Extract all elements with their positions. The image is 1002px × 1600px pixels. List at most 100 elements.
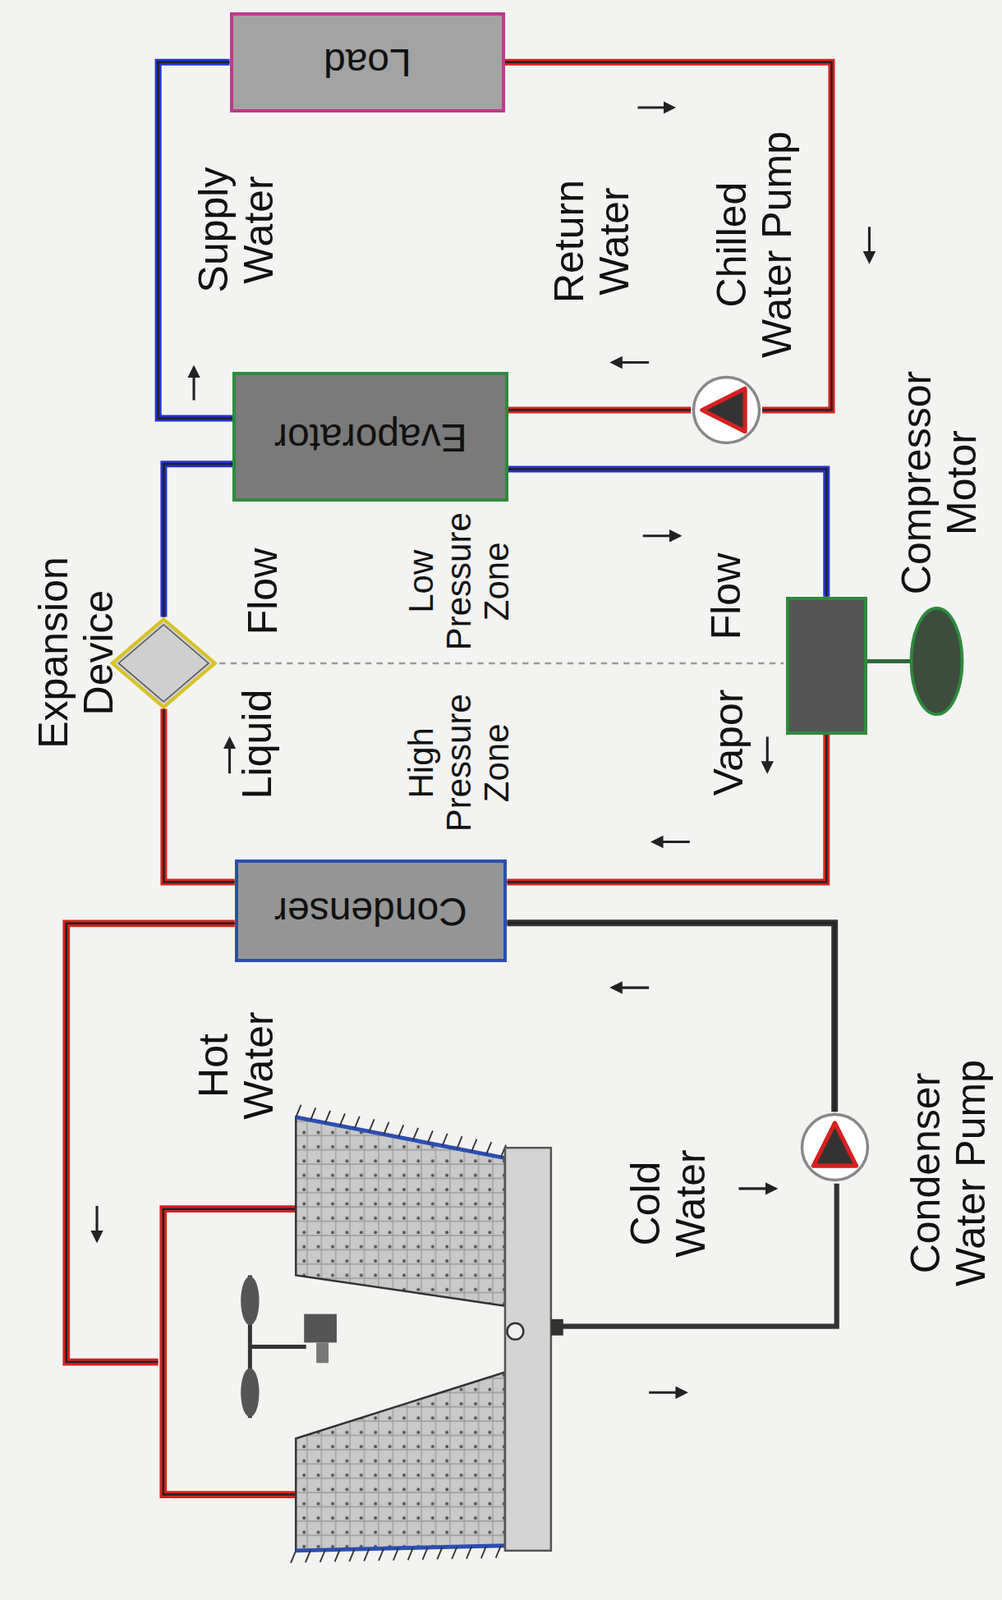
hatch-tick xyxy=(305,1550,311,1563)
hatch-tick xyxy=(363,1549,369,1563)
flow-label: Hot Water xyxy=(191,1004,282,1128)
evaporator-box: Evaporator xyxy=(232,372,508,502)
hatch-tick xyxy=(408,1548,414,1561)
expansion-valve: Expansion Device xyxy=(110,617,217,710)
box-label: Load xyxy=(323,40,412,84)
pump-circle xyxy=(694,376,760,443)
pipe-outer xyxy=(163,708,235,883)
box-label: Condenser xyxy=(274,889,468,934)
flow-label: Cold Water xyxy=(623,1142,714,1266)
pipe-connector xyxy=(506,735,827,883)
diamond-inner xyxy=(119,625,210,703)
illustration-part xyxy=(240,1368,259,1418)
pipe-connector xyxy=(508,409,691,411)
hatch-tick xyxy=(368,1119,374,1132)
illustration-part xyxy=(910,608,962,715)
illustration-part xyxy=(295,1117,506,1159)
diamond-outline xyxy=(110,617,217,710)
illustration-part xyxy=(637,105,673,109)
diamond-shape xyxy=(112,619,216,708)
pipe-outer xyxy=(508,469,828,598)
illustration-part xyxy=(505,1148,552,1552)
hatch-tick xyxy=(496,1546,501,1559)
hatch-tick xyxy=(436,1548,442,1561)
pump-triangle xyxy=(813,1123,856,1167)
pipe-outer xyxy=(508,406,691,414)
hatch-tick xyxy=(320,1550,326,1563)
hatch-tick xyxy=(310,1107,316,1121)
illustration-part xyxy=(316,1342,329,1364)
compressor-motor-symbol xyxy=(867,608,963,715)
hatch-tick xyxy=(383,1122,389,1136)
illustration-part xyxy=(163,1209,297,1496)
illustration-part xyxy=(95,1206,98,1242)
pipe-connector xyxy=(163,708,235,883)
illustration-part xyxy=(643,534,681,538)
part-label: Expansion Device xyxy=(31,533,122,773)
hatch-tick xyxy=(471,1139,477,1153)
illustration-part xyxy=(868,226,871,262)
illustration-part xyxy=(611,361,649,364)
flow-label: Flow xyxy=(240,548,286,636)
illustration-part xyxy=(228,739,231,774)
illustration-part xyxy=(551,1319,564,1337)
part-label: Chilled Water Pump xyxy=(709,125,800,364)
flow-label: High Pressure Zone xyxy=(402,687,517,840)
pipe-outer xyxy=(505,62,832,411)
pump-outline xyxy=(799,1112,871,1184)
pipe-inner xyxy=(505,62,832,411)
pump-symbol: Condenser Water Pump xyxy=(799,1112,871,1184)
illustration-part xyxy=(766,736,769,772)
hatch-tick xyxy=(340,1113,345,1127)
hatch-tick xyxy=(295,1105,301,1118)
pipe-inner xyxy=(506,923,835,1113)
condenser-box: Condenser xyxy=(234,859,508,962)
pump-symbol: Chilled Water Pump xyxy=(690,374,763,446)
pipe-inner xyxy=(508,469,828,598)
hatch-tick xyxy=(422,1548,428,1561)
flow-label: Supply Water xyxy=(191,160,282,300)
pipe-outer xyxy=(506,923,835,1113)
illustration-part xyxy=(648,1392,686,1395)
illustration-part xyxy=(738,1187,776,1191)
pipe-outer xyxy=(506,735,827,883)
illustration-part xyxy=(303,1314,337,1344)
pipe-connector xyxy=(163,464,233,617)
pump-triangle xyxy=(702,388,745,432)
illustration-part xyxy=(66,923,235,1363)
flow-label: Flow xyxy=(703,553,750,641)
hatch-tick xyxy=(451,1547,457,1560)
illustration-part xyxy=(867,659,914,664)
flow-label: Return Water xyxy=(546,171,638,312)
illustration-part xyxy=(249,1345,306,1350)
pipe-inner xyxy=(163,708,235,883)
hatch-tick xyxy=(456,1136,462,1150)
illustration-part xyxy=(295,1117,506,1307)
pipe-connector xyxy=(508,469,828,598)
hatch-tick xyxy=(442,1134,448,1147)
hot-water-pipe xyxy=(66,923,297,1496)
illustration-part xyxy=(290,1105,506,1564)
hatch-tick xyxy=(325,1111,331,1124)
illustration-part xyxy=(163,1209,297,1496)
hatch-tick xyxy=(378,1548,384,1562)
illustration-part xyxy=(652,841,690,844)
illustration-part xyxy=(295,1372,506,1551)
pipe-outer xyxy=(163,464,233,617)
hatch-tick xyxy=(413,1128,419,1141)
flow-label: Liquid xyxy=(234,689,281,800)
pipe-inner xyxy=(506,735,827,883)
flow-label: Vapor xyxy=(707,689,753,797)
hatch-tick xyxy=(398,1125,404,1138)
hatch-tick xyxy=(335,1550,341,1563)
pipe-connector xyxy=(506,923,835,1113)
pump-outline xyxy=(690,374,763,446)
illustration-part xyxy=(240,1277,259,1327)
zone-divider xyxy=(219,662,784,664)
illustration-part xyxy=(219,662,784,665)
hatch-tick xyxy=(481,1546,487,1559)
part-label: Compressor Motor xyxy=(894,363,985,603)
illustration-part xyxy=(66,923,235,1363)
pipe-connector xyxy=(505,62,832,411)
illustration-part xyxy=(611,987,649,990)
